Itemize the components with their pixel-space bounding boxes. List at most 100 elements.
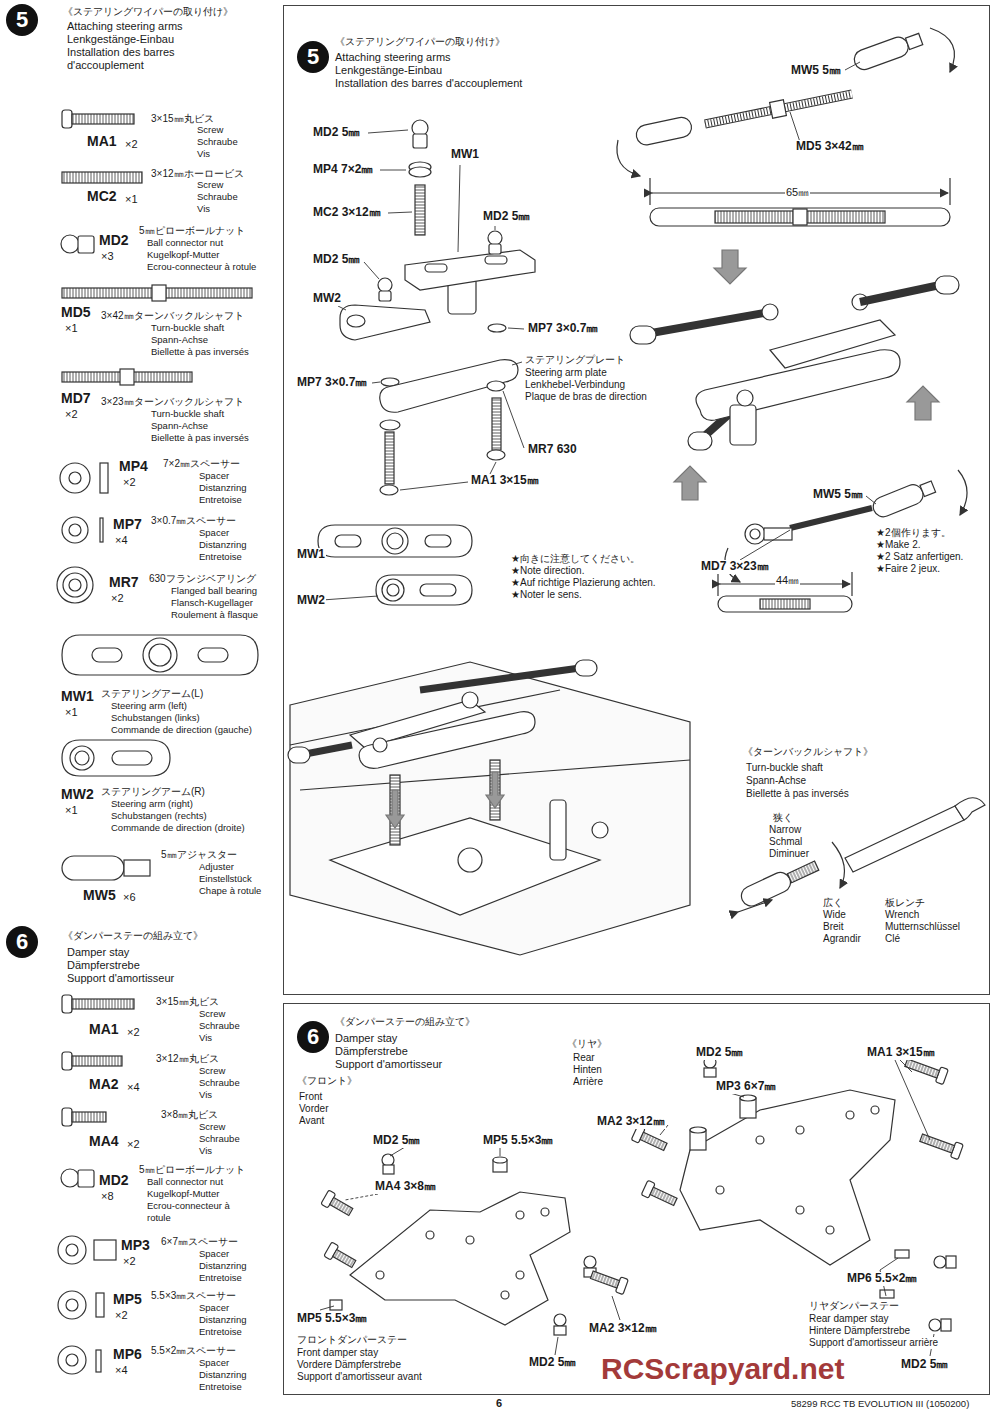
step-number-text: 6: [16, 931, 28, 953]
part-code: MW5 5㎜: [790, 64, 842, 78]
part-code: MP5: [112, 1291, 143, 1307]
part-code: MD2 5㎜: [528, 1356, 577, 1370]
label-text: Biellette à pas inversés: [150, 433, 250, 444]
step-number-text: 5: [16, 9, 28, 31]
label-text: Ecrou-connecteur à: [146, 1201, 231, 1212]
label-text: Einstellstück: [198, 874, 253, 885]
label-text: 《フロント》: [296, 1075, 358, 1087]
part-code: MW2: [312, 292, 342, 306]
label-text: ×2: [122, 476, 137, 489]
label-text: Wide: [822, 909, 847, 921]
label-text: Support d'amortisseur arrière: [808, 1337, 939, 1349]
label-text: Mutternschlüssel: [884, 921, 961, 933]
panel-heading: 《ステアリングワイパーの取り付け》: [334, 36, 506, 48]
label-text: 5㎜アジャスター: [160, 849, 238, 861]
label-text: Avant: [298, 1115, 325, 1127]
label-text: ×2: [114, 1309, 129, 1322]
label-text: ×2: [122, 1255, 137, 1268]
label-text: Screw: [196, 180, 224, 191]
label-text: ★Make 2.: [875, 539, 922, 551]
label-text: Steering arm plate: [524, 367, 608, 379]
label-text: Vis: [198, 1090, 213, 1101]
label-text: Screw: [196, 125, 224, 136]
label-text: Support d'amortisseur: [66, 972, 175, 985]
label-text: Schubstangen (links): [110, 713, 201, 724]
label-text: 《ターンバックルシャフト》: [742, 746, 874, 758]
part-code: MD5: [60, 304, 92, 320]
label-text: Wrench: [884, 909, 920, 921]
label-text: 65㎜: [785, 186, 810, 199]
label-text: Distanzring: [198, 1370, 248, 1381]
label-text: Rear damper stay: [808, 1313, 889, 1325]
label-text: ステアリングアーム(L): [100, 688, 204, 700]
label-text: リヤダンパーステー: [808, 1300, 900, 1312]
label-text: ×4: [114, 534, 129, 547]
panel-heading: Installation des barres d'accouplement: [334, 77, 523, 90]
label-text: Entretoise: [198, 1273, 243, 1284]
label-text: Agrandir: [822, 933, 862, 945]
label-text: Steering arm (right): [110, 799, 194, 810]
label-text: Plaque de bras de direction: [524, 391, 648, 403]
label-text: Vordere Dämpferstrebe: [296, 1359, 402, 1371]
label-text: フロントダンパーステー: [296, 1334, 408, 1346]
label-text: Schraube: [198, 1134, 241, 1145]
label-text: Schraube: [198, 1078, 241, 1089]
part-code: MA1 3×15㎜: [470, 474, 540, 488]
label-text: 3×8㎜丸ビス: [160, 1109, 219, 1121]
label-text: Distanzring: [198, 1315, 248, 1326]
label-text: rotule: [146, 1213, 172, 1224]
part-code: MW5 5㎜: [812, 488, 864, 502]
label-text: ×4: [126, 1081, 141, 1094]
label-text: Schraube: [198, 1021, 241, 1032]
label-text: 7×2㎜スペーサー: [162, 458, 241, 470]
label-text: Screw: [198, 1009, 226, 1020]
part-code: MR7: [108, 574, 140, 590]
label-text: ×3: [100, 250, 115, 263]
label-text: Vis: [196, 204, 211, 215]
label-text: Schubstangen (rechts): [110, 811, 208, 822]
label-text: Hintere Dämpferstrebe: [808, 1325, 911, 1337]
label-text: Commande de direction (gauche): [110, 725, 253, 736]
label-text: ×1: [124, 193, 139, 206]
label-text: Biellette à pas inversés: [150, 347, 250, 358]
panel-heading: Support d'amortisseur: [334, 1058, 443, 1071]
label-text: Adjuster: [198, 862, 235, 873]
label-text: Spann-Achse: [150, 335, 209, 346]
label-text: Dämpferstrebe: [66, 959, 141, 972]
label-text: Roulement à flasque: [170, 610, 259, 621]
label-text: Arrière: [572, 1076, 604, 1088]
label-text: ★Note direction.: [510, 565, 585, 577]
label-text: Ecrou-connecteur à rotule: [146, 262, 257, 273]
label-text: Hinten: [572, 1064, 603, 1076]
part-code: MW1: [296, 548, 326, 562]
label-text: Chape à rotule: [198, 886, 262, 897]
label-text: Screw: [198, 1122, 226, 1133]
label-text: ★Auf richtige Plazierung achten.: [510, 577, 657, 589]
label-text: 3×0.7㎜スペーサー: [150, 515, 237, 527]
watermark: RCScrapyard.net: [600, 1352, 845, 1387]
label-text: 3×12㎜丸ビス: [155, 1053, 220, 1065]
label-text: 3×12㎜ホーロービス: [150, 168, 245, 180]
label-text: ★2個作ります。: [875, 527, 952, 539]
label-text: ×8: [100, 1190, 115, 1203]
label-text: ×4: [114, 1364, 129, 1377]
label-text: Vis: [198, 1033, 213, 1044]
step-number: 6: [297, 1021, 329, 1053]
label-text: 630フランジベアリング: [148, 573, 257, 585]
part-code: MD2: [98, 1172, 130, 1188]
part-code: MP7 3×0.7㎜: [527, 322, 599, 336]
label-text: 《ステアリングワイパーの取り付け》: [62, 6, 234, 18]
label-text: 58299 RCC TB EVOLUTION III (1050200): [790, 1399, 970, 1410]
label-text: ×2: [124, 138, 139, 151]
label-text: ステアリングアーム(R): [100, 786, 206, 798]
label-text: Entretoise: [198, 495, 243, 506]
part-code: MA2 3×12㎜: [596, 1115, 666, 1129]
label-text: ×2: [64, 408, 79, 421]
label-text: Rear: [572, 1052, 596, 1064]
panel-heading: Attaching steering arms: [334, 51, 452, 64]
label-text: Front damper stay: [296, 1347, 379, 1359]
panel-heading: Dämpferstrebe: [334, 1045, 409, 1058]
label-text: ×1: [64, 804, 79, 817]
label-text: ★Faire 2 jeux.: [875, 563, 941, 575]
